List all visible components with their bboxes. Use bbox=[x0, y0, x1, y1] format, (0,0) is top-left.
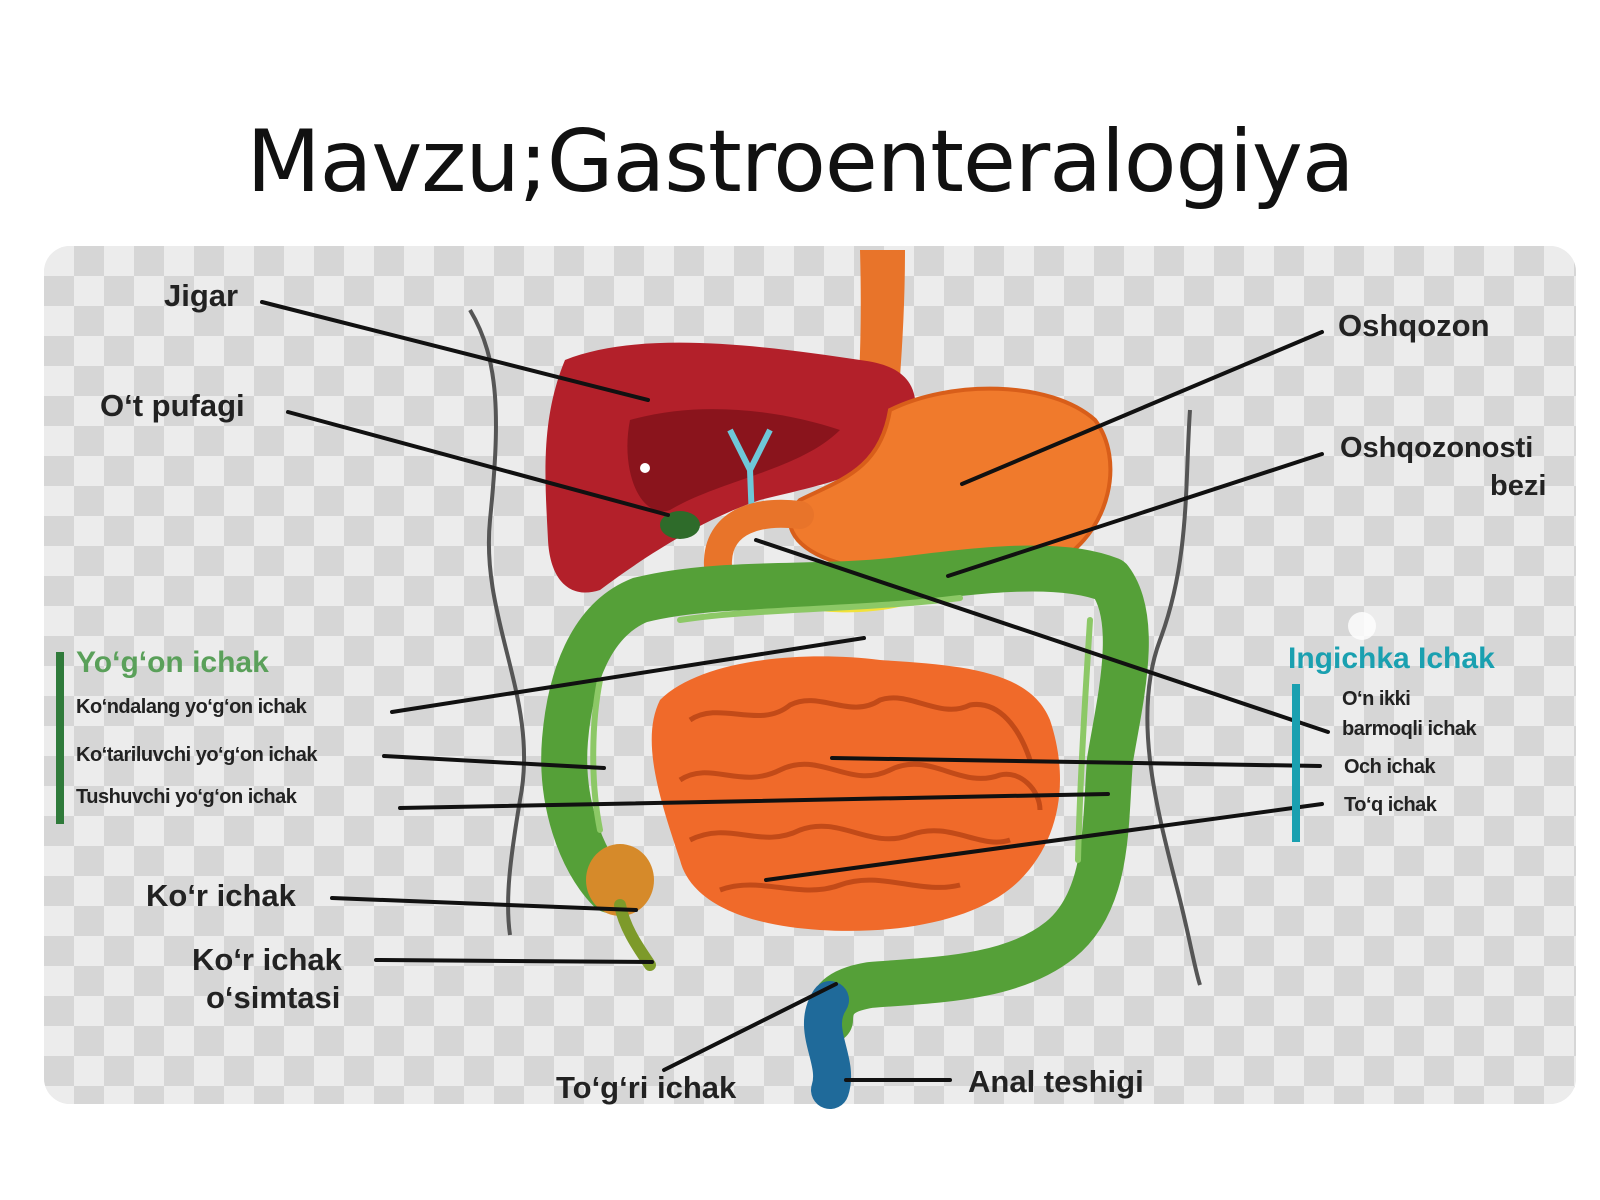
leader-rectum bbox=[662, 982, 838, 1072]
cecum bbox=[586, 844, 654, 916]
rectum bbox=[804, 981, 852, 1109]
label-anus: Anal teshigi bbox=[968, 1064, 1144, 1099]
leader-transverse-colon bbox=[390, 636, 866, 714]
appendix bbox=[614, 899, 656, 971]
colon bbox=[541, 545, 1149, 1043]
large-intestine-group-bar bbox=[56, 652, 64, 824]
leader-descending-colon bbox=[398, 792, 1110, 810]
label-large-intestine-group: Yo‘g‘on ichak bbox=[76, 646, 269, 679]
leader-cecum bbox=[330, 896, 638, 912]
leader-liver bbox=[260, 300, 650, 402]
leader-ascending-colon bbox=[382, 754, 606, 770]
leader-appendix bbox=[374, 958, 654, 964]
small-intestine bbox=[651, 656, 1060, 931]
highlight-dot bbox=[1348, 612, 1376, 640]
leader-duodenum bbox=[754, 538, 1330, 734]
leader-gallbladder bbox=[286, 410, 670, 517]
label-jejunum: Och ichak bbox=[1344, 756, 1436, 778]
label-pancreas-line2: bezi bbox=[1490, 470, 1547, 502]
small-intestine-folds bbox=[678, 695, 1043, 893]
leader-ileum bbox=[764, 802, 1324, 882]
label-pancreas-line1: Oshqozonosti bbox=[1340, 432, 1534, 464]
leader-pancreas bbox=[946, 452, 1324, 578]
label-gallbladder: O‘t pufagi bbox=[100, 388, 245, 423]
leader-stomach bbox=[960, 330, 1324, 486]
label-rectum: To‘g‘ri ichak bbox=[556, 1070, 737, 1105]
liver-shadow bbox=[627, 409, 840, 512]
label-cecum: Ko‘r ichak bbox=[146, 878, 296, 913]
label-small-intestine-group: Ingichka Ichak bbox=[1288, 642, 1495, 675]
highlight-dot bbox=[640, 463, 650, 473]
slide-title: Mavzu;Gastroenteralogiya bbox=[246, 112, 1354, 212]
label-duodenum-line2: barmoqli ichak bbox=[1342, 718, 1477, 740]
gallbladder bbox=[660, 511, 700, 539]
small-intestine-group-bar bbox=[1292, 684, 1300, 842]
label-liver: Jigar bbox=[164, 278, 239, 313]
label-ascending-colon: Ko‘tariluvchi yo‘g‘on ichak bbox=[76, 744, 318, 766]
leader-lines bbox=[260, 300, 1330, 1082]
label-descending-colon: Tushuvchi yo‘g‘on ichak bbox=[76, 786, 297, 808]
label-stomach: Oshqozon bbox=[1338, 308, 1490, 343]
label-appendix-line1: Ko‘r ichak bbox=[192, 942, 342, 977]
label-ileum: To‘q ichak bbox=[1344, 794, 1437, 816]
body-outline-right bbox=[1145, 409, 1202, 986]
label-transverse-colon: Ko‘ndalang yo‘g‘on ichak bbox=[76, 696, 307, 718]
label-duodenum-line1: O‘n ikki bbox=[1342, 688, 1411, 710]
body-outline-left bbox=[468, 308, 527, 936]
label-appendix-line2: o‘simtasi bbox=[206, 980, 341, 1015]
leader-jejunum bbox=[830, 756, 1322, 768]
